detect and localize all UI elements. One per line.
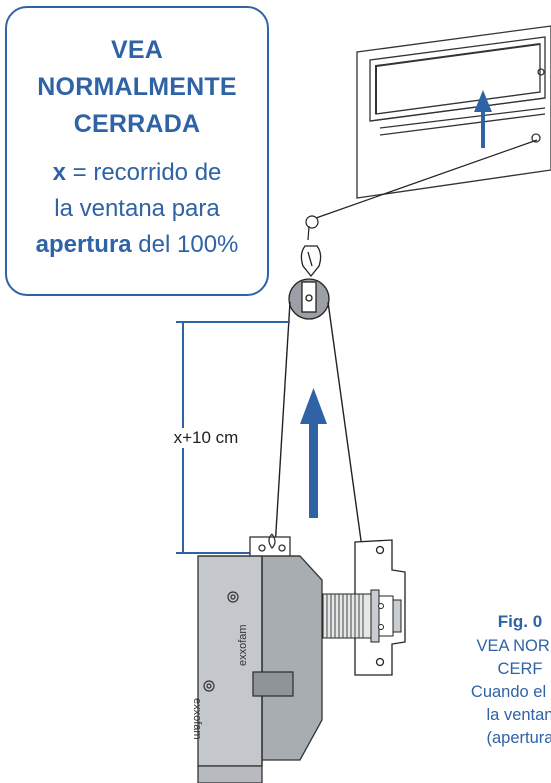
- callout-desc-line: apertura del 100%: [7, 227, 267, 263]
- device-brand-label: exxofam: [237, 624, 249, 666]
- dimension-label: x+10 cm: [165, 428, 247, 448]
- caption-line: (apertura: [486, 729, 551, 747]
- callout-desc-line: x = recorrido de: [7, 155, 267, 191]
- figure-caption: Fig. 0 VEA NORM CERF Cuando el po la ven…: [420, 610, 551, 750]
- callout-title-line: NORMALMENTE: [37, 73, 237, 101]
- callout-title-line: CERRADA: [73, 110, 201, 138]
- caption-line: la ventan: [486, 706, 551, 724]
- caption-line: Cuando el po: [470, 683, 551, 701]
- info-callout: VEA NORMALMENTE CERRADA x = recorrido de…: [5, 6, 269, 296]
- motor-housing: [197, 533, 323, 783]
- callout-emphasis: apertura: [35, 231, 132, 258]
- callout-desc-line: la ventana para: [54, 195, 220, 222]
- lift-up-arrow: [300, 388, 327, 518]
- callout-title: VEA NORMALMENTE CERRADA: [7, 32, 267, 143]
- winch-drum: [322, 589, 402, 643]
- caption-line: VEA NORM: [476, 637, 551, 655]
- callout-desc-text: = recorrido de: [65, 159, 222, 186]
- callout-desc-text: del 100%: [131, 231, 239, 258]
- caption-line: CERF: [497, 660, 543, 678]
- cable: [305, 139, 538, 241]
- window-up-arrow: [474, 90, 492, 148]
- callout-description: x = recorrido de la ventana para apertur…: [7, 155, 267, 263]
- device-brand-label-front: exxofam: [191, 698, 203, 740]
- pulley: [288, 245, 330, 320]
- variable-symbol: x: [52, 159, 66, 186]
- figure-label: Fig. 0: [497, 612, 543, 631]
- callout-title-line: VEA: [110, 36, 163, 64]
- window-illustration: [356, 25, 551, 199]
- brand-gear-icon: [203, 591, 239, 692]
